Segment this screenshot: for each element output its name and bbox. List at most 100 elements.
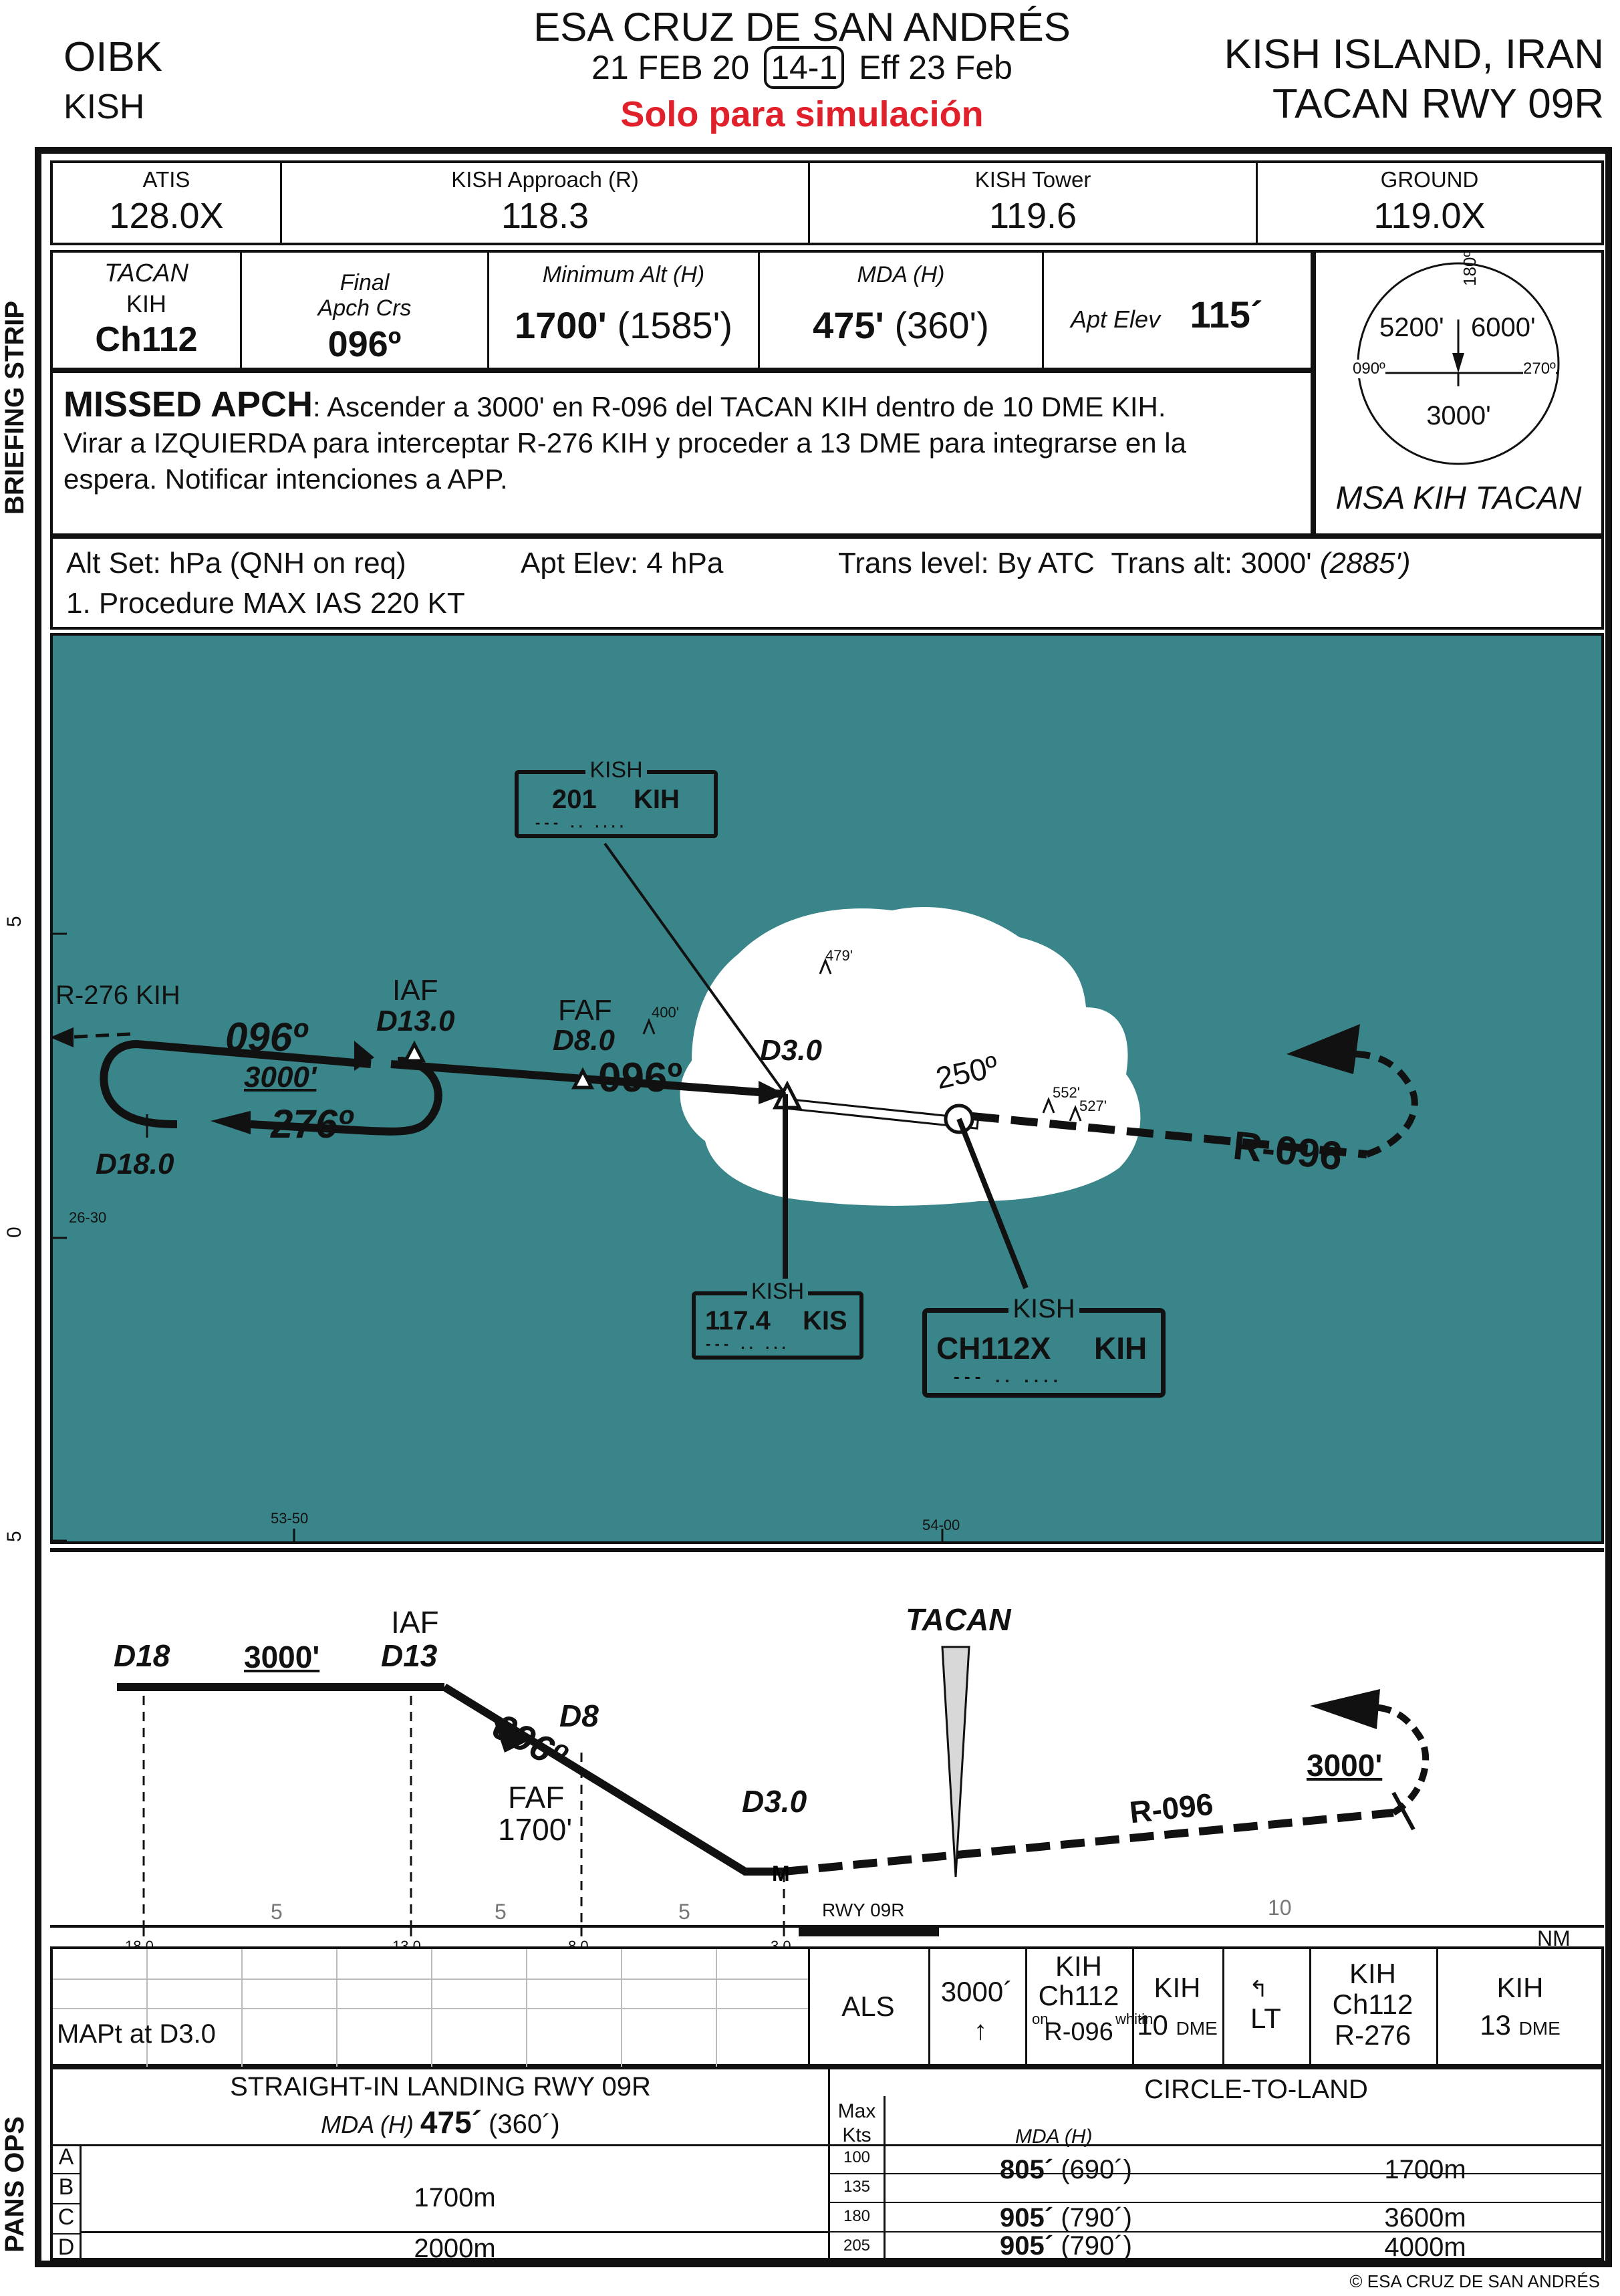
hold-fix-dme: D18.0 [96,1148,174,1180]
svg-text:M: M [772,1862,790,1886]
faf-dme: D8.0 [553,1024,615,1057]
profile-d3: D3.0 [742,1784,807,1819]
climb-altitude: 3000´ [940,1976,1013,2007]
iaf-fix-icon [402,1040,426,1063]
map-dme: D3.0 [760,1034,822,1067]
lat-tick-5-south: 5 [3,1531,25,1542]
iaf-label: IAF [392,974,438,1007]
r276-radial [63,1032,131,1039]
effective-date: Eff 23 Feb [859,49,1013,86]
profile-tacan: TACAN [906,1602,1011,1637]
chart-frame [35,147,1612,2267]
copyright: © ESA CRUZ DE SAN ANDRÉS [1349,2271,1600,2291]
circle-kts-3: 180 [843,2207,871,2225]
missed-step-1: KIH Ch112 R-096 [1038,1950,1119,2047]
airport-city: KISH [63,88,145,126]
navaid-ndb-kih: KISH 201 KIH - - - . . . . . . [515,757,718,838]
hold-inbound-course: 096º [225,1015,307,1059]
missed-step-4: KIH 13 DME [1480,1972,1561,2041]
publisher: ESA CRUZ DE SAN ANDRÉS [533,5,1071,49]
procedure-note: 1. Procedure MAX IAS 220 KT [66,587,465,620]
on-label: on [1032,2011,1049,2027]
profile-alt-3000: 3000' [244,1640,320,1674]
chart-date: 21 FEB 20 [591,49,750,86]
r276-label: R-276 KIH [55,981,180,1010]
longitude-left: 53-50 [271,1510,309,1527]
msa-east-bearing: 270º [1523,360,1556,378]
comms-row: ATIS 128.0X KISH Approach (R) 118.3 KISH… [50,160,1604,245]
missed-table: MAPt at D3.0 ALS 3000´ ↑ KIH Ch112 R-096… [50,1946,1604,2067]
obstacle-479: 479' [825,947,853,964]
minimums-box: STRAIGHT-IN LANDING RWY 09R MDA (H) 475´… [50,2067,1604,2263]
lat-tick-0: 0 [3,1227,25,1238]
scale-num-2: 5 [495,1900,507,1924]
msa-bottom-alt: 3000' [1426,401,1491,430]
profile-missed-alt: 3000' [1307,1748,1383,1783]
transition: Trans level: By ATC Trans alt: 3000' (28… [838,547,1411,580]
missed-approach-box: MISSED APCH: Ascender a 3000' en R-096 d… [50,370,1313,536]
faf-label: FAF [558,994,612,1027]
circle-mda-c: 905´ (790´) [1000,2203,1132,2233]
scale-num-3: 5 [678,1900,690,1924]
chart-number: 14-1 [764,46,845,89]
location: KISH ISLAND, IRAN [1224,31,1604,78]
airport-icao: OIBK [63,34,163,80]
missed-step-3: KIH Ch112 R-276 [1332,1958,1413,2051]
circle-mda-d: 905´ (790´) [1000,2231,1132,2261]
profile-iaf: IAF [391,1605,439,1640]
navaid-vor-kis: KISH 117.4 KIS - - - . . . . . [692,1279,863,1360]
msa-left-alt: 5200' [1379,313,1444,342]
tacan-cone-icon [941,1646,970,1878]
straight-in-mda: MDA (H) 475´ (360´) [321,2105,560,2140]
circle-kts-1: 100 [843,2148,871,2166]
lat-tick-5-north: 5 [3,916,25,927]
missed-grid [53,1949,808,2067]
circle-title: CIRCLE-TO-LAND [1144,2075,1368,2104]
circle-kts-4: 205 [843,2237,871,2255]
missed-arrow-icon [1287,1024,1360,1074]
circle-kts-2: 135 [843,2178,871,2196]
profile-d18: D18 [114,1638,170,1673]
msa-west-bearing: 090º [1353,360,1385,378]
profile-missed-arrow-icon [1310,1689,1380,1729]
kish-island [680,906,1141,1206]
hold-outbound-course: 276º [271,1102,353,1146]
pans-ops-label: PANS OPS [0,2116,29,2253]
iaf-dme: D13.0 [376,1005,455,1037]
circle-vis-d: 4000m [1384,2233,1466,2262]
hold-altitude: 3000' [244,1061,317,1094]
final-course-label: 096º [598,1055,683,1101]
obstacles [642,957,1082,1122]
profile-runway-label: RWY 09R [822,1900,905,1920]
left-turn: ↰ LT [1249,1976,1281,2034]
latitude-label: 26-30 [69,1209,107,1226]
straight-in-title: STRAIGHT-IN LANDING RWY 09R [230,2072,651,2101]
faf-fix-icon [571,1067,595,1090]
within-label: whitin [1115,2011,1154,2027]
scale-num-1: 5 [271,1900,283,1924]
profile-descent [442,1683,784,1876]
mapt-label: MAPt at D3.0 [57,2019,216,2049]
obstacle-400: 400' [652,1004,679,1021]
obstacle-527: 527' [1079,1098,1107,1114]
obstacle-552: 552' [1053,1084,1080,1101]
navaid-tacan-kih: KISH CH112X KIH - - - . . . . . . [922,1294,1166,1398]
scale-num-4: 10 [1268,1896,1292,1920]
profile-d13: D13 [381,1638,438,1673]
circle-mda-label: MDA (H) [1015,2126,1093,2148]
apt-elev-hpa: Apt Elev: 4 hPa [521,547,724,580]
msa-arrow-icon [1452,353,1464,373]
max-kts-header: Max Kts [837,2100,876,2146]
left-turn-icon: ↰ [1249,1976,1268,2002]
missed-approach-text: MISSED APCH: Ascender a 3000' en R-096 d… [63,384,1186,495]
msa-right-alt: 6000' [1471,313,1536,342]
category-column: A B C D [53,2144,82,2261]
airport-elevation: Apt Elev 115´ [1071,293,1263,336]
profile-faf-alt: 1700' [498,1812,573,1847]
circle-vis-c: 3600m [1384,2203,1466,2233]
alt-set: Alt Set: hPa (QNH on req) [66,547,406,580]
msa-caption: MSA KIH TACAN [1335,481,1582,516]
disclaimer: Solo para simulación [620,94,984,134]
msa-box: 180º 5200' 6000' 090º 270º 3000' MSA KIH… [1313,250,1604,536]
longitude-right: 54-00 [922,1517,960,1533]
